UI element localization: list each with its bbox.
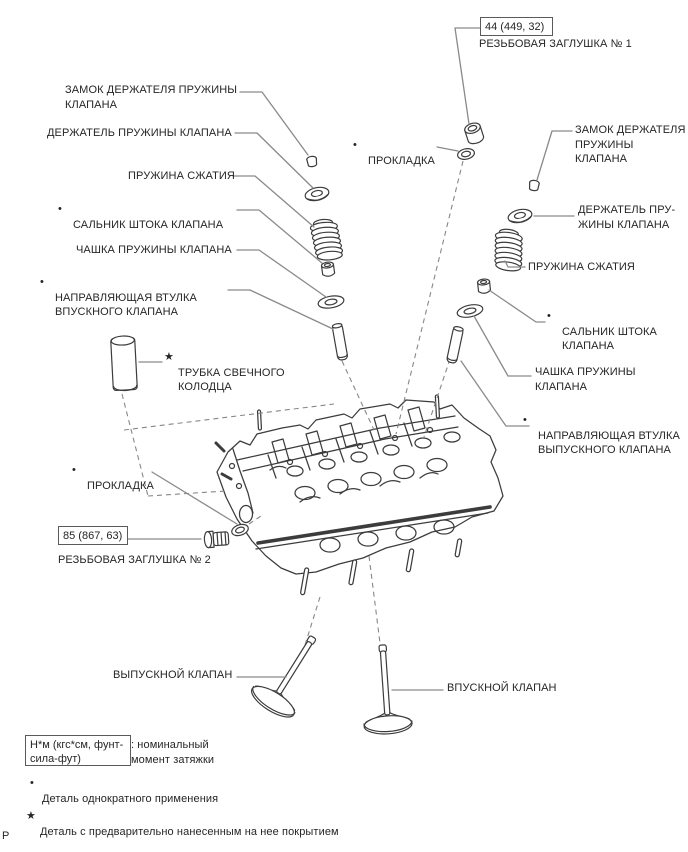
- label-gasket-middle: •ПРОКЛАДКА: [353, 139, 435, 167]
- valve-spring-retainer-part: [506, 206, 534, 226]
- intake-valve-guide-bush-part: [331, 322, 349, 362]
- single-use-bullet-icon: •: [523, 414, 527, 426]
- note-single-use-part: •Деталь однократного применения: [30, 777, 219, 805]
- label-valve-spring-retainer-left: ДЕРЖАТЕЛЬ ПРУЖИНЫ КЛАПАНА: [47, 127, 232, 139]
- gasket-1-part: [456, 146, 476, 162]
- screw-plug-2-part: [203, 530, 230, 549]
- label-intake-valve-guide-bush: •НАПРАВЛЯЮЩАЯ ВТУЛКА ВПУСКНОГО КЛАПАНА: [40, 276, 197, 318]
- exhaust-valve-parts-column: [445, 179, 541, 365]
- valve-spring-seat-part: [316, 293, 346, 311]
- label-valve-spring-seat-left: ЧАШКА ПРУЖИНЫ КЛАПАНА: [76, 244, 232, 256]
- label-spark-plug-tube: ★ТРУБКА СВЕЧНОГО КОЛОДЦА: [164, 351, 285, 393]
- note-precoated-part: ★Деталь с предварительно нанесенным на н…: [26, 810, 339, 838]
- valve-spring-retainer-lock-part: [305, 155, 318, 168]
- label-valve-stem-oil-seal-right: •САЛЬНИК ШТОКА КЛАПАНА: [547, 310, 657, 352]
- exhaust-valve-part: [250, 635, 317, 718]
- precoated-star-icon: ★: [26, 810, 36, 822]
- torque-spec-box-plug1: 44 (449, 32): [480, 17, 553, 36]
- label-compression-spring-right: ПРУЖИНА СЖАТИЯ: [528, 261, 635, 273]
- label-valve-spring-retainer-lock-right: ЗАМОК ДЕРЖАТЕЛЯ ПРУЖИНЫ КЛАПАНА: [575, 124, 686, 165]
- compression-spring-part: [309, 217, 344, 262]
- valve-stem-oil-seal-part: [320, 260, 336, 278]
- single-use-bullet-icon: •: [30, 777, 34, 789]
- single-use-bullet-icon: •: [547, 310, 551, 322]
- cylinder-head-illustration: [214, 394, 504, 596]
- intake-valve-part: [363, 644, 413, 735]
- label-valve-stem-oil-seal-left: •САЛЬНИК ШТОКА КЛАПАНА: [58, 203, 224, 231]
- spark-plug-tube-part: [110, 335, 138, 392]
- precoated-star-icon: ★: [164, 351, 174, 363]
- torque-unit-legend-box: Н*м (кгс*см, фунт- сила-фут): [25, 735, 131, 766]
- label-exhaust-valve: ВЫПУСКНОЙ КЛАПАН: [113, 669, 233, 681]
- valve-spring-retainer-lock-part: [528, 179, 541, 192]
- leader-lines: [127, 27, 575, 691]
- exhaust-valve-guide-bush-part: [445, 325, 465, 365]
- screw-plug-1-part: [464, 122, 485, 145]
- compression-spring-part: [490, 227, 527, 273]
- single-use-bullet-icon: •: [58, 203, 62, 215]
- label-valve-spring-retainer-lock-left: ЗАМОК ДЕРЖАТЕЛЯ ПРУЖИНЫ КЛАПАНА: [65, 84, 238, 111]
- valve-spring-seat-part: [455, 302, 485, 320]
- torque-spec-box-plug2: 85 (867, 63): [58, 526, 128, 545]
- label-valve-spring-seat-right: ЧАШКА ПРУЖИНЫ КЛАПАНА: [535, 366, 636, 393]
- label-gasket-left: •ПРОКЛАДКА: [72, 464, 154, 492]
- label-intake-valve: ВПУСКНОЙ КЛАПАН: [447, 682, 557, 694]
- label-screw-plug-1: РЕЗЬБОВАЯ ЗАГЛУШКА № 1: [479, 38, 632, 50]
- label-valve-spring-retainer-right: ДЕРЖАТЕЛЬ ПРУ- ЖИНЫ КЛАПАНА: [578, 204, 676, 231]
- label-screw-plug-2: РЕЗЬБОВАЯ ЗАГЛУШКА № 2: [58, 554, 211, 566]
- label-compression-spring-left: ПРУЖИНА СЖАТИЯ: [128, 170, 235, 182]
- torque-unit-legend-meaning: : номинальный момент затяжки: [131, 739, 215, 766]
- single-use-bullet-icon: •: [72, 464, 76, 476]
- valve-spring-retainer-part: [303, 184, 331, 204]
- label-exhaust-valve-guide-bush: •НАПРАВЛЯЮЩАЯ ВТУЛКА ВЫПУСКНОГО КЛАПАНА: [523, 414, 680, 456]
- single-use-bullet-icon: •: [40, 276, 44, 288]
- valve-stem-oil-seal-part: [476, 277, 492, 295]
- single-use-bullet-icon: •: [353, 139, 357, 151]
- page-corner-mark: Р: [2, 830, 10, 842]
